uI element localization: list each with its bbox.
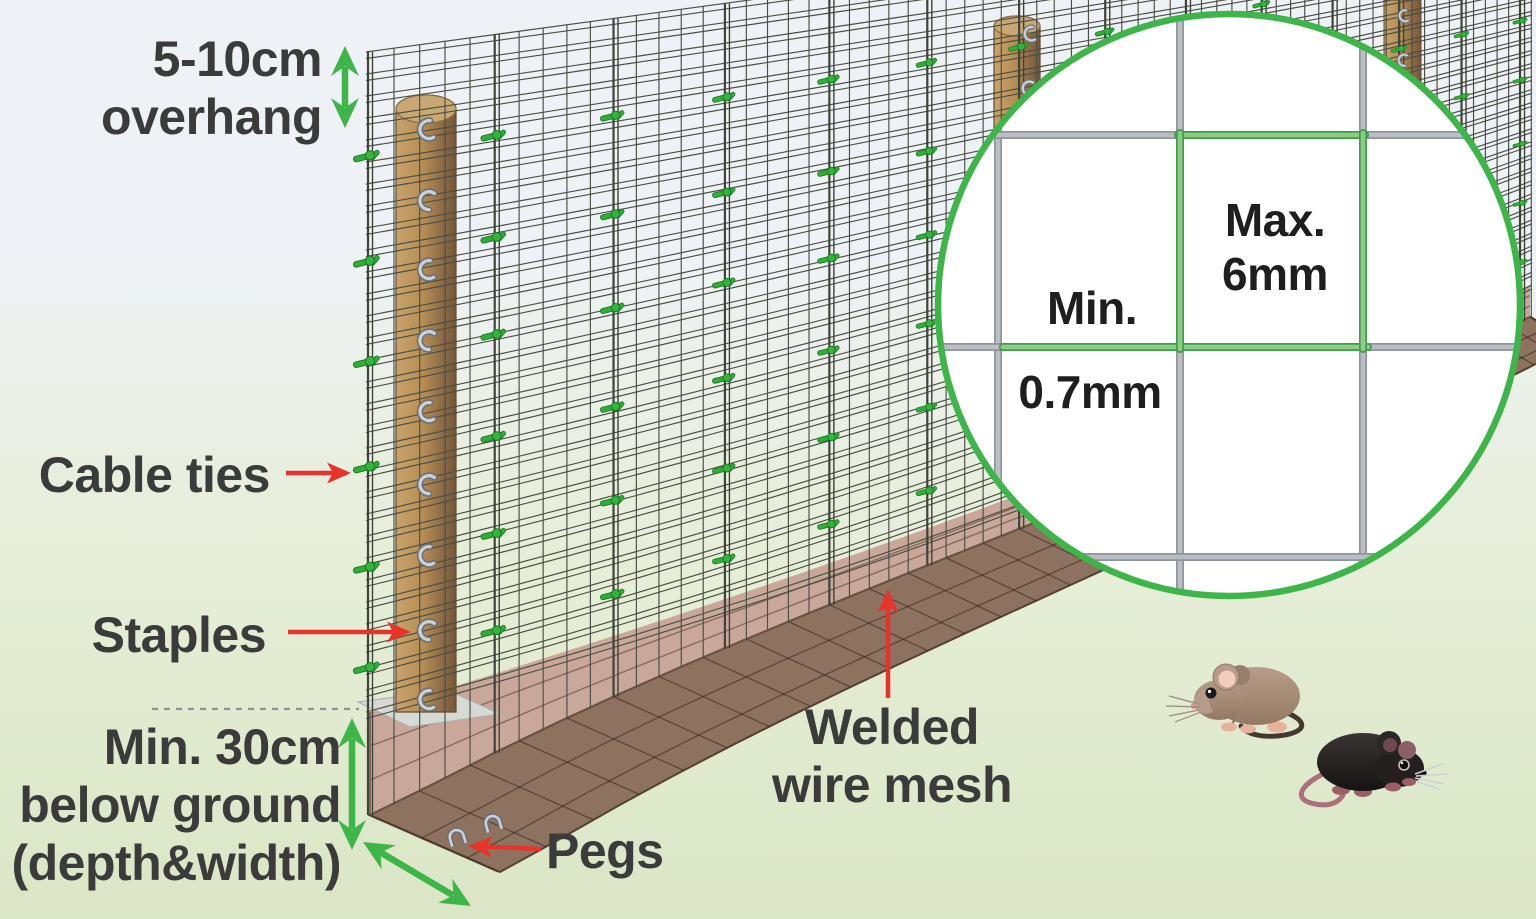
cable-tie-icon — [817, 166, 840, 177]
staple-icon — [416, 117, 437, 142]
cable-tie-icon — [1512, 17, 1528, 25]
mouse-whiskers — [1412, 763, 1449, 790]
cable-tie-icon — [599, 110, 625, 122]
cable-tie-icon — [352, 561, 380, 574]
cable-tie-icon — [480, 129, 507, 142]
mouse-ear-inner — [1218, 670, 1236, 688]
cable-tie-icon — [915, 318, 938, 329]
depth-span-arrow — [338, 718, 366, 850]
cable-tie-icon — [1252, 0, 1271, 9]
mesh-aperture-max-label: Max. — [1224, 194, 1326, 246]
mouse-tail — [1298, 771, 1346, 808]
cable-tie-icon — [1512, 140, 1528, 148]
mouse-foot — [1240, 724, 1256, 734]
cable-tie-icon — [1453, 31, 1470, 39]
staple-icon — [416, 399, 437, 424]
staple-icon — [416, 687, 437, 712]
staple-icon — [1397, 8, 1410, 24]
cable-tie-icon — [480, 328, 507, 341]
annotation-arrows — [152, 46, 899, 906]
cable-tie-icon — [352, 460, 380, 474]
brown-mouse-icon — [1165, 663, 1305, 739]
staples-label: Staples — [91, 607, 267, 663]
peg-icon — [482, 813, 505, 834]
cable-tie-icon — [712, 91, 736, 103]
cable-tie-icon — [1094, 27, 1115, 37]
cable-tie-icon — [1453, 92, 1470, 101]
staple-icon — [1396, 52, 1409, 68]
cable-tie-icon — [352, 149, 380, 163]
mouse-ear — [1398, 741, 1416, 759]
cable-tie-icon — [1512, 76, 1528, 84]
mesh-wire-min-value: 0.7mm — [1018, 366, 1162, 418]
staple-icon — [416, 257, 437, 282]
cable-tie-icon — [480, 527, 507, 540]
mouse-nose — [1190, 702, 1198, 710]
cable-tie-icon — [915, 146, 938, 157]
mouse-foot — [1221, 722, 1237, 732]
pegs-label: Pegs — [546, 823, 664, 879]
mouse-eye — [1205, 687, 1217, 699]
pegs-pointer-arrow — [468, 836, 542, 858]
magnifier-circle — [934, 10, 1524, 600]
cable-tie-icon — [599, 401, 625, 413]
staples-group — [416, 8, 1410, 712]
black-mouse-icon — [1298, 731, 1449, 808]
mesh-wire-min-label: Min. — [1047, 282, 1137, 334]
staple-icon — [416, 188, 438, 213]
mouse-foot — [1267, 721, 1287, 733]
cable-tie-icon — [352, 255, 380, 268]
cable-tie-icon — [599, 495, 625, 507]
below-ground-label: Min. 30cm below ground (depth&width) — [11, 719, 341, 891]
cable-tie-icon — [480, 430, 507, 443]
staple-icon — [1022, 24, 1038, 43]
cable-tie-icon — [599, 588, 625, 601]
cable-tie-icon — [712, 372, 736, 384]
cable-tie-icon — [352, 661, 380, 675]
mouse-eye — [1398, 759, 1410, 771]
staple-icon — [416, 543, 437, 568]
cable-tie-icon — [915, 402, 938, 413]
cable-tie-icon — [817, 345, 840, 356]
cable-tie-icon — [480, 231, 507, 244]
cable-tie-icon — [915, 57, 938, 68]
staple-icon — [416, 328, 438, 353]
peg-icon — [446, 827, 469, 848]
cable-tie-icon — [817, 519, 840, 530]
mouse-ear-inner — [1383, 738, 1397, 752]
staple-icon — [416, 472, 438, 497]
cable-tie-icon — [1008, 42, 1029, 52]
cable-tie-icon — [712, 277, 736, 289]
overhang-span-arrow — [331, 46, 359, 128]
mesh-aperture-max-value: 6mm — [1222, 248, 1328, 300]
mouse-foot — [1402, 778, 1416, 786]
cable-tie-icon — [915, 486, 938, 497]
cable-tie-icon — [599, 302, 625, 315]
cable-tie-icon — [817, 253, 840, 264]
cable-tie-icon — [817, 432, 840, 443]
mouse-whiskers — [1165, 695, 1202, 723]
welded-wire-mesh-label: Welded wire mesh — [771, 699, 1013, 813]
cable-tie-icon — [712, 463, 736, 475]
cable-ties-label: Cable ties — [38, 447, 271, 503]
cable-tie-icon — [599, 208, 625, 221]
cable-tie-icon — [1390, 45, 1408, 53]
welded-mesh-pointer-arrow — [877, 589, 899, 698]
cable-tie-icon — [352, 355, 380, 368]
cable-tie-icon — [712, 187, 736, 199]
staple-icon — [416, 618, 438, 643]
mouse-foot — [1385, 782, 1401, 792]
cable-tie-icon — [915, 230, 938, 241]
staples-pointer-arrow — [288, 621, 411, 643]
cable-tie-icon — [1512, 199, 1528, 207]
cable-tie-icon — [817, 74, 840, 85]
cable-tie-icon — [712, 553, 736, 565]
width-span-arrow — [363, 842, 471, 906]
overhang-label: 5-10cm overhang — [100, 31, 323, 145]
cable-tie-icon — [480, 624, 507, 637]
cable-ties-pointer-arrow — [286, 462, 351, 484]
